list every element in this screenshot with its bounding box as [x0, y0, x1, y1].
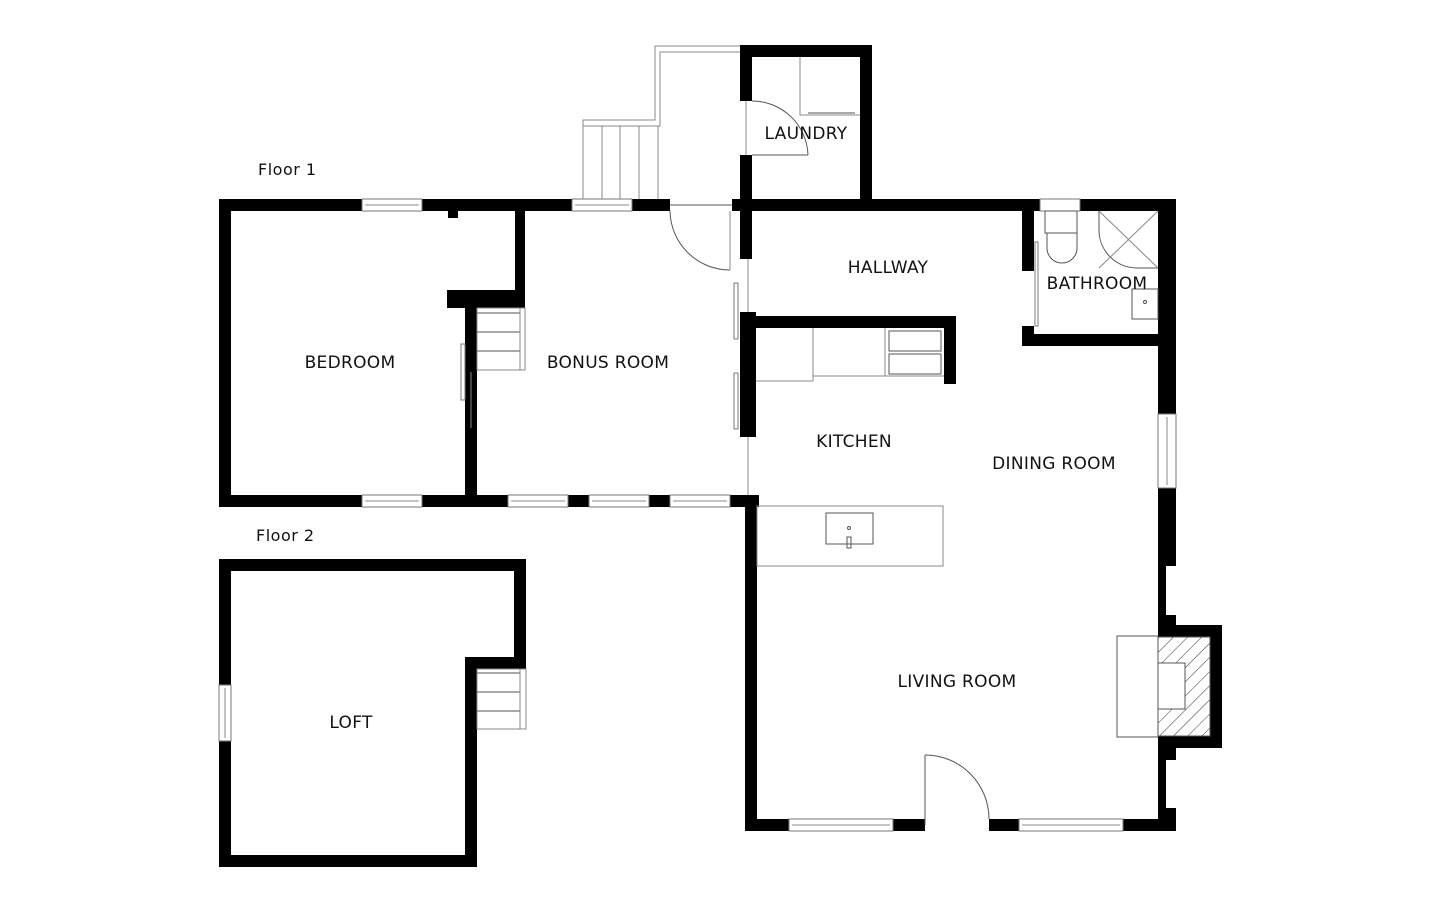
room-label-bathroom: BATHROOM	[1046, 274, 1148, 294]
kitchen-fixtures	[756, 328, 944, 567]
room-label-dining-room: DINING ROOM	[992, 454, 1116, 474]
fireplace	[1116, 635, 1211, 738]
room-label-loft: LOFT	[329, 713, 373, 733]
room-label-hallway: HALLWAY	[847, 258, 929, 278]
floor-2-walls	[218, 559, 527, 867]
room-label-laundry: LAUNDRY	[764, 124, 848, 144]
laundry-counter	[799, 57, 860, 116]
room-label-bedroom: BEDROOM	[304, 353, 396, 373]
floor-1-windows	[361, 198, 1177, 832]
floor-1-label: Floor 1	[258, 160, 317, 179]
room-label-kitchen: KITCHEN	[816, 432, 892, 452]
room-label-living-room: LIVING ROOM	[897, 672, 1017, 692]
doors	[460, 100, 1039, 831]
room-label-bonus-room: BONUS ROOM	[546, 353, 670, 373]
floor-1-walls	[219, 45, 1222, 831]
floor-2-label: Floor 2	[256, 526, 315, 545]
stairs	[476, 45, 740, 371]
bathroom-fixtures	[1044, 210, 1159, 320]
